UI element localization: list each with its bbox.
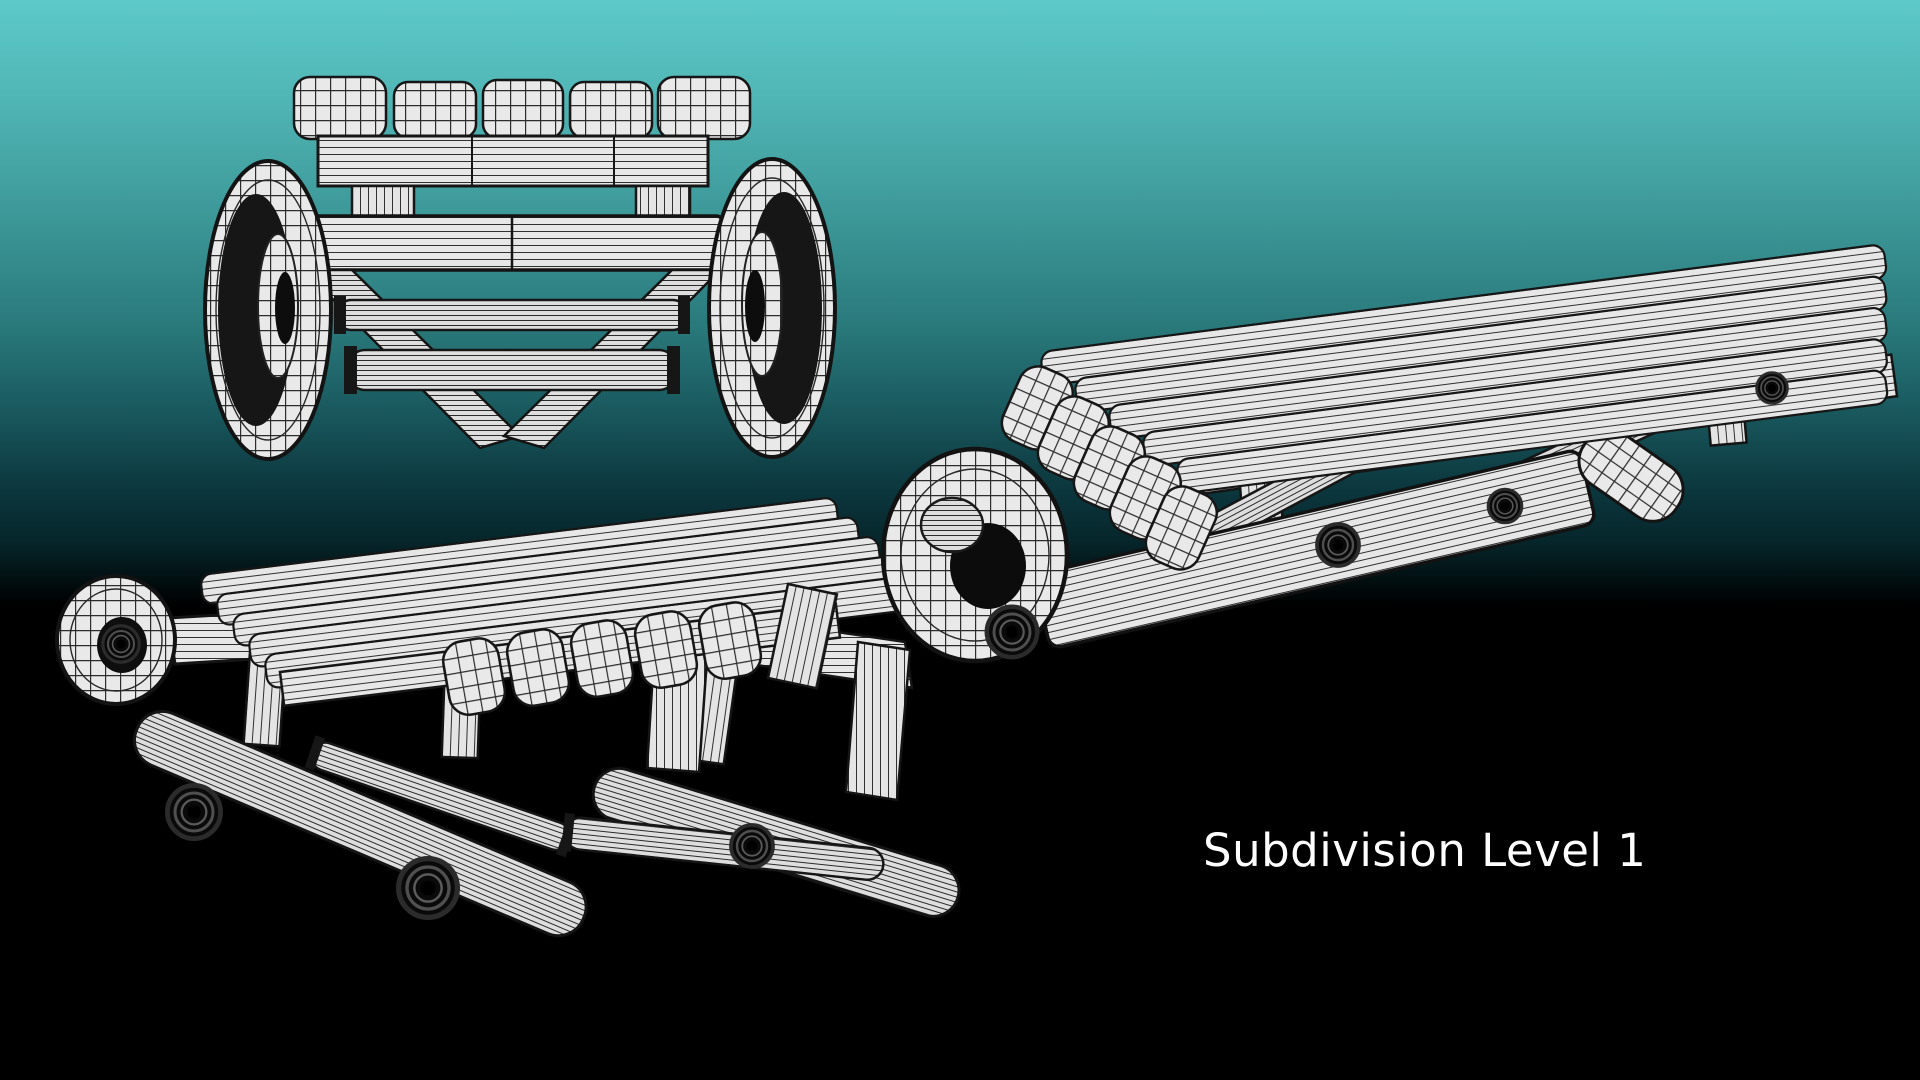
right-sled-slat-ends xyxy=(1000,365,1219,571)
front-right-runner-curl xyxy=(707,157,837,459)
left-sled-crossbars xyxy=(304,735,885,882)
front-slat-ends xyxy=(292,75,752,141)
sled-perspective-right xyxy=(880,244,1899,664)
front-supports xyxy=(350,184,692,218)
front-crossbars xyxy=(334,296,690,394)
right-sled-near-runner xyxy=(1034,428,1685,649)
left-sled-slat-ends xyxy=(441,601,763,716)
right-sled-deck xyxy=(1000,244,1889,571)
front-left-runner-curl xyxy=(203,159,333,461)
sled-perspective-left xyxy=(55,497,961,938)
right-sled-runner-curl xyxy=(880,446,1070,664)
front-main-beam xyxy=(298,214,726,272)
left-sled-deck xyxy=(200,497,923,716)
sled-front-view xyxy=(203,75,837,461)
caption-subdivision-level: Subdivision Level 1 xyxy=(1203,824,1647,877)
front-deck-plank xyxy=(316,134,710,188)
